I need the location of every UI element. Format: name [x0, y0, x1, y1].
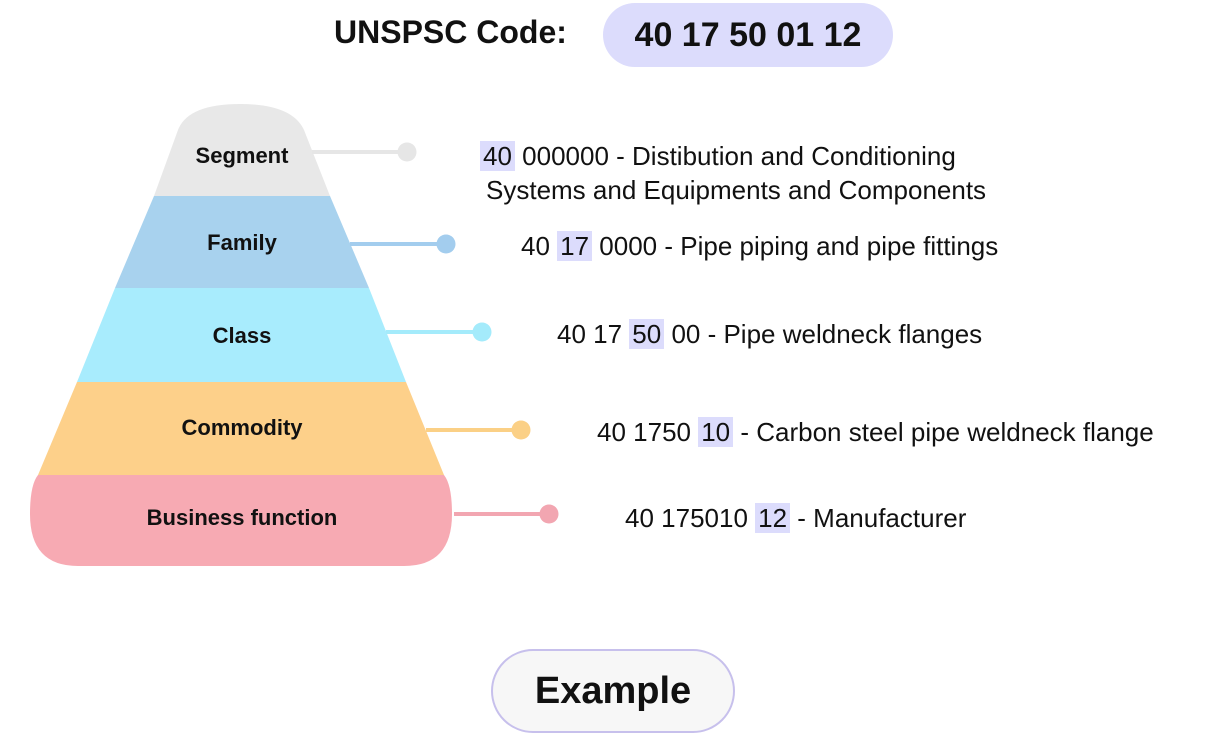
- desc-commodity-text: - Carbon steel pipe weldneck flange: [733, 417, 1154, 447]
- example-button[interactable]: Example: [491, 649, 735, 733]
- desc-segment-line2: Systems and Equipments and Components: [486, 175, 987, 205]
- code-highlight-segment: 40: [480, 141, 515, 171]
- tier-class-shape: [77, 288, 406, 382]
- desc-segment: 40 000000 - Distibution and Conditioning…: [480, 139, 986, 207]
- tier-label-commodity: Commodity: [181, 415, 303, 440]
- tier-business-function-shape: [30, 475, 452, 566]
- desc-class-pre: 40 17: [557, 319, 630, 349]
- desc-commodity: 40 1750 10 - Carbon steel pipe weldneck …: [597, 415, 1154, 449]
- tier-label-class: Class: [212, 323, 272, 348]
- desc-family-text: 0000 - Pipe piping and pipe fittings: [592, 231, 999, 261]
- desc-business-function: 40 175010 12 - Manufacturer: [625, 501, 966, 535]
- connector-dot-commodity: [511, 420, 531, 440]
- desc-family-pre: 40: [521, 231, 558, 261]
- code-highlight-business-function: 12: [755, 503, 791, 533]
- tier-label-segment: Segment: [195, 143, 289, 168]
- desc-segment-text: 000000 - Distibution and Conditioning: [514, 141, 956, 171]
- connector-dot-business-function: [539, 504, 559, 524]
- desc-business-function-pre: 40 175010: [625, 503, 756, 533]
- header: UNSPSC Code: 40 17 50 01 12: [0, 0, 1228, 72]
- desc-class-text: 00 - Pipe weldneck flanges: [664, 319, 983, 349]
- code-highlight-family: 17: [557, 231, 593, 261]
- tier-commodity-shape: [38, 382, 444, 475]
- tier-label-business-function: Business function: [146, 505, 338, 530]
- connector-dot-class: [472, 322, 492, 342]
- tier-label-family: Family: [207, 230, 277, 255]
- desc-business-function-text: - Manufacturer: [790, 503, 967, 533]
- desc-commodity-pre: 40 1750: [597, 417, 699, 447]
- tier-family-shape: [115, 196, 369, 288]
- code-title: UNSPSC Code:: [334, 14, 567, 50]
- desc-family: 40 17 0000 - Pipe piping and pipe fittin…: [521, 229, 998, 263]
- code-highlight-class: 50: [629, 319, 665, 349]
- code-highlight-commodity: 10: [698, 417, 734, 447]
- tier-segment-shape: [154, 104, 330, 196]
- connector-dot-family: [436, 234, 456, 254]
- code-badge: 40 17 50 01 12: [603, 3, 893, 67]
- connector-dot-segment: [397, 142, 417, 162]
- desc-class: 40 17 50 00 - Pipe weldneck flanges: [557, 317, 982, 351]
